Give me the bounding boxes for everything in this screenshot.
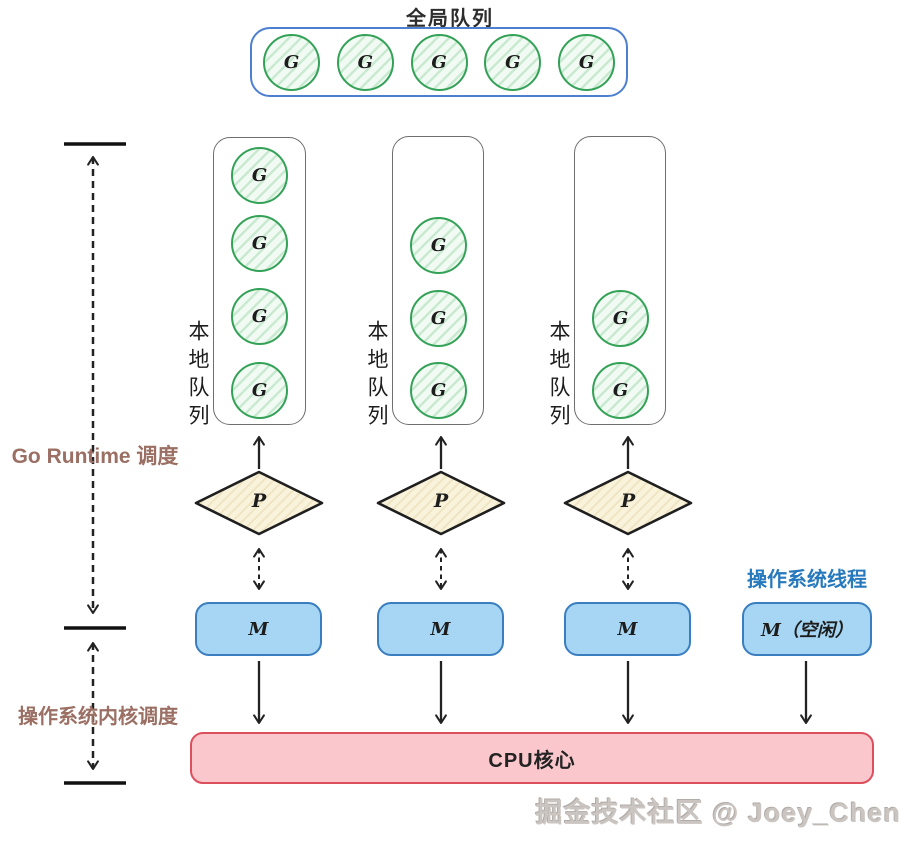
processor-diamond-1 xyxy=(194,470,324,536)
watermark: 掘金技术社区 @ Joey_Chen xyxy=(535,798,901,828)
local-queue-box-3: G G xyxy=(574,136,666,425)
processor-p2-label: P xyxy=(433,490,449,512)
goroutine-circle: G xyxy=(558,33,615,91)
local-queue-label-2: 本地队列 xyxy=(365,320,388,432)
os-thread-label: 操作系统线程 xyxy=(747,569,867,591)
machine-box-2: M xyxy=(377,602,504,656)
os-kernel-scope-ruler xyxy=(64,641,126,785)
processor-p3-label: P xyxy=(620,490,636,512)
goroutine-circle: G xyxy=(410,290,467,347)
processor-diamond-3 xyxy=(563,470,693,536)
goroutine-circle: G xyxy=(231,288,288,345)
goroutine-circle: G xyxy=(336,33,394,91)
goroutine-circle: G xyxy=(231,362,288,419)
machine-box-1: M xyxy=(195,602,322,656)
go-runtime-scope-label: Go Runtime 调度 xyxy=(11,445,179,468)
processor-p1-label: P xyxy=(251,490,267,512)
local-queue-box-1: G G G G xyxy=(213,137,306,425)
goroutine-circle: G xyxy=(231,147,288,204)
goroutine-circle: G xyxy=(592,362,649,419)
local-queue-label-1: 本地队列 xyxy=(186,320,209,432)
goroutine-circle: G xyxy=(263,33,320,91)
goroutine-circle: G xyxy=(410,362,467,419)
cpu-core-bar: CPU核心 xyxy=(190,732,874,784)
go-runtime-scope-ruler xyxy=(64,142,126,630)
goroutine-circle: G xyxy=(410,33,468,91)
goroutine-circle: G xyxy=(410,217,467,274)
os-kernel-scope-label: 操作系统内核调度 xyxy=(18,706,178,728)
goroutine-circle: G xyxy=(592,290,649,347)
processor-diamond-2 xyxy=(376,470,506,536)
local-queue-label-3: 本地队列 xyxy=(547,320,570,432)
machine-box-idle: M（空闲） xyxy=(742,602,872,656)
global-queue-title: 全局队列 xyxy=(406,8,494,30)
goroutine-circle: G xyxy=(231,215,288,272)
local-queue-box-2: G G G xyxy=(392,136,484,425)
machine-box-3: M xyxy=(564,602,691,656)
goroutine-circle: G xyxy=(484,33,542,91)
global-queue-box: G G G G G xyxy=(250,27,628,97)
